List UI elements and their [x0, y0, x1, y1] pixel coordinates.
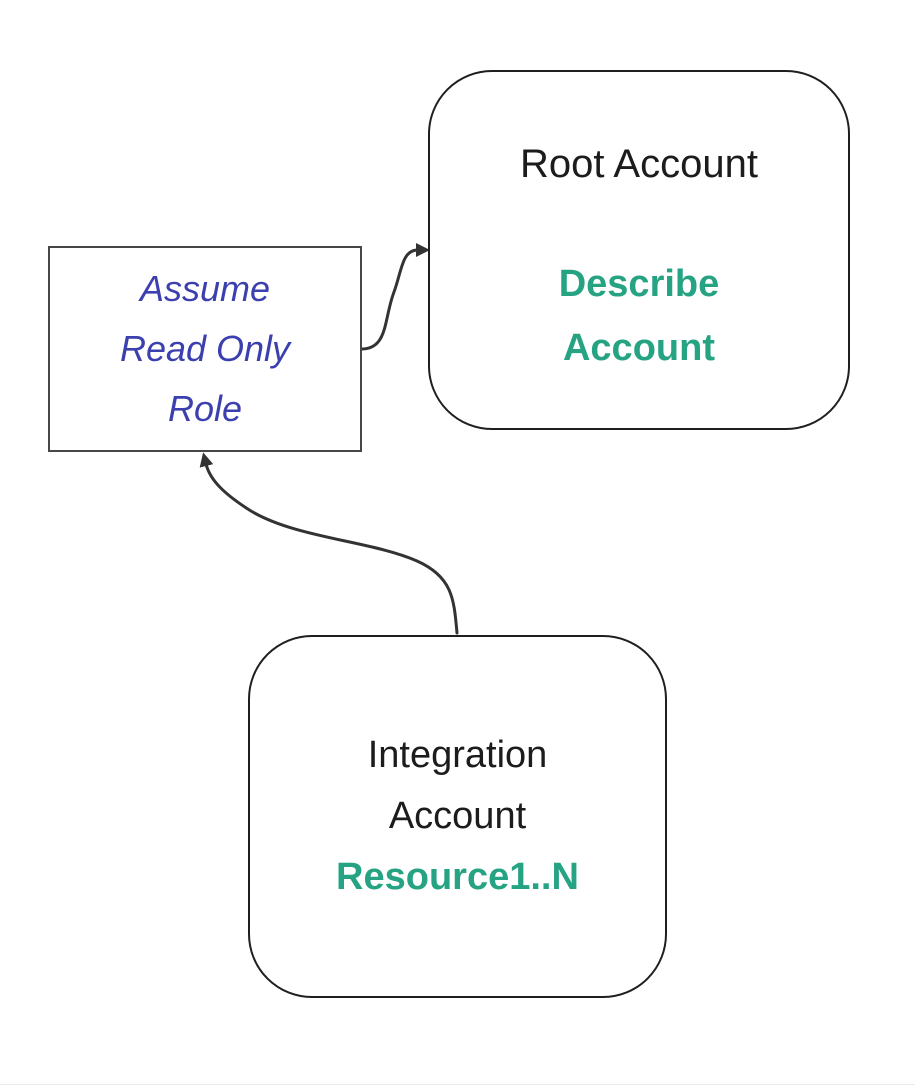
integration-account-title-line2: Account [388, 795, 527, 837]
assume-role-line1: Assume [139, 268, 271, 309]
node-integration-account: Integration Account Resource1..N [248, 635, 667, 998]
arrow-assume-to-root [360, 243, 430, 351]
assume-role-line2: Read Only [119, 328, 291, 369]
assume-role-line3: Role [167, 388, 243, 429]
node-assume-read-only-role: Assume Read Only Role [48, 246, 362, 452]
integration-account-resource-label: Resource1..N [336, 856, 579, 898]
root-account-action-line1: Describe [558, 263, 720, 305]
integration-account-title: Integration Account [368, 725, 548, 847]
assume-role-label: Assume Read Only Role [120, 259, 290, 439]
integration-account-title-line1: Integration [367, 734, 548, 776]
bottom-divider [0, 1084, 915, 1092]
root-account-action: Describe Account [559, 252, 720, 380]
arrow-integration-to-assume [199, 452, 459, 635]
root-account-title: Root Account [520, 142, 758, 186]
root-account-action-line2: Account [562, 327, 715, 369]
node-root-account: Root Account Describe Account [428, 70, 850, 430]
